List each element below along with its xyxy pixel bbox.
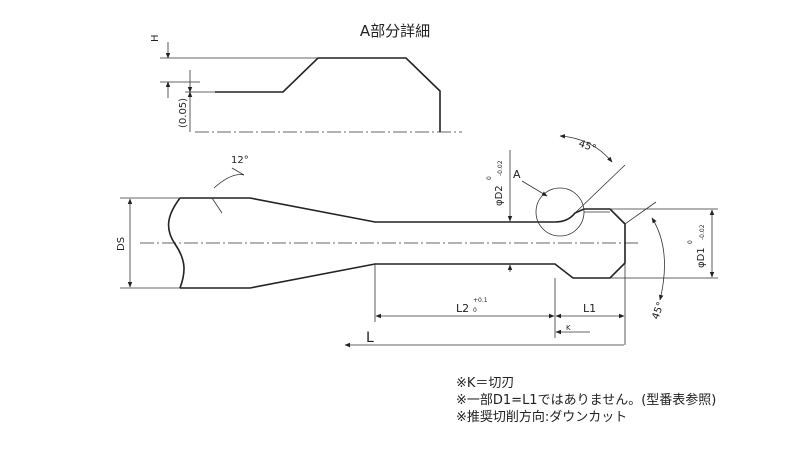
k-label: K [566,324,571,332]
l2-label: L2 [456,302,469,315]
break-line [167,197,185,289]
d2-tol-upper: 0 [486,176,493,180]
angle-45-top-arc [559,134,613,163]
l-label: L [366,330,374,346]
d1-tol-lower: -0.02 [699,224,706,240]
notes-block: ※K＝切刃 ※一部D1=L1ではありません。(型番表参照) ※推奨切削方向:ダウ… [456,375,716,426]
angle-12-label: 12° [231,155,249,166]
l2-tol-upper: +0.1 [473,297,488,304]
detail-a-label: A [513,168,521,181]
angle-45-bottom-line [624,201,657,225]
note-line: ※一部D1=L1ではありません。(型番表参照) [456,393,717,408]
l1-label: L1 [583,302,596,315]
detail-a-leader [521,180,548,197]
shank-edge [211,197,223,214]
detail-a-circle [535,187,585,237]
detail-edge-step [405,57,415,66]
angle-12-arc [213,174,245,189]
detail-title: A部分詳細 [360,22,430,40]
note-line: ※K＝切刃 [456,376,515,391]
offset-label: (0.05) [178,98,189,128]
main-view: A 12° DS φD2 0 -0.02 φD1 0 -0.02 45° 45 [116,134,718,348]
d1-tol-upper: 0 [687,240,694,244]
d2-label: φD2 [494,185,505,206]
angle-45-bottom-arc [651,217,665,301]
note-line: ※推奨切削方向:ダウンカット [456,410,628,425]
detail-profile [215,57,441,132]
l2-tol-lower: 0 [473,307,477,314]
detail-a-view: A部分詳細 H (0.05) [150,22,462,133]
d1-label: φD1 [696,247,707,268]
angle-45-bottom-label: 45° [650,301,666,321]
d2-tol-lower: -0.02 [497,160,504,176]
angle-45-top-label: 45° [577,138,597,154]
tool-outline [180,197,626,289]
ds-label: DS [116,237,127,251]
angle-45-top-line [574,164,626,214]
h-label: H [150,34,161,42]
angle-12-arc-tail [231,167,245,176]
